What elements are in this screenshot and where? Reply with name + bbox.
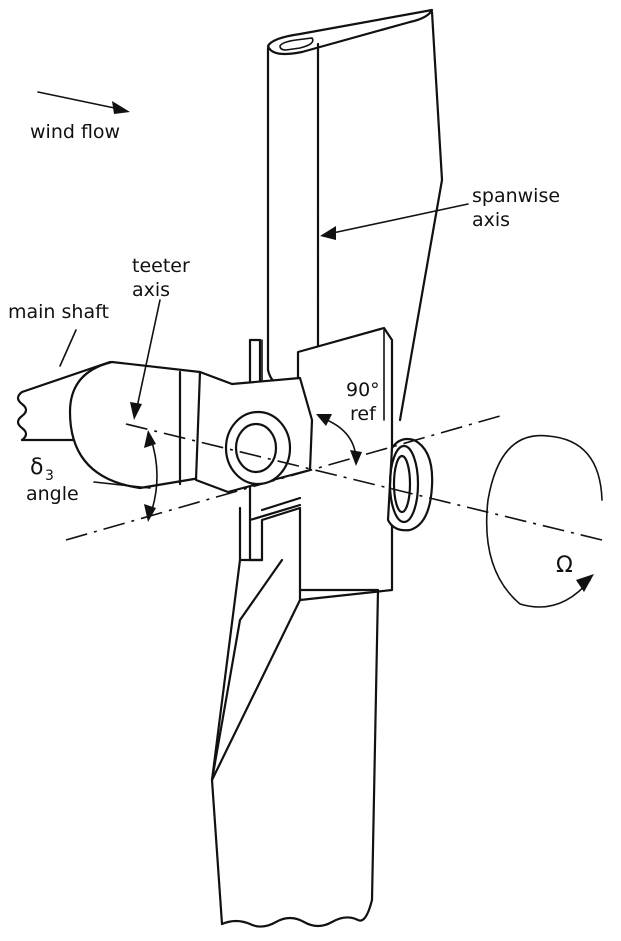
wind-flow-label: wind flow [30, 121, 120, 143]
main-shaft-pointer [59, 329, 77, 367]
main-shaft-label: main shaft [8, 301, 109, 323]
teeter-label: teeter [132, 255, 190, 277]
teeter-axis-label: axis [132, 279, 170, 301]
main-shaft [16, 360, 314, 494]
teeter-axis-line [65, 415, 501, 541]
lower-blade [210, 558, 380, 928]
delta-symbol: δ [30, 455, 43, 480]
delta-subscript: 3 [45, 468, 54, 484]
shaft-axis-line [125, 423, 603, 541]
omega-label: Ω [556, 553, 573, 578]
ninety-ref-arc [316, 414, 362, 466]
delta3-angle-arc [93, 430, 158, 522]
spanwise-pointer-arrow [320, 203, 469, 240]
teeter-pointer-arrow [130, 299, 161, 420]
wind-flow-arrow [37, 91, 130, 114]
hub-bracket [238, 326, 394, 602]
spanwise-label: spanwise [472, 185, 560, 207]
angle-label: angle [26, 483, 79, 505]
teeter-bearing-right [386, 437, 434, 532]
spanwise-axis-label: axis [472, 209, 510, 231]
ref-label: ref [350, 403, 377, 425]
ninety-label: 90° [346, 379, 380, 401]
rotation-omega-ellipse [485, 434, 603, 608]
